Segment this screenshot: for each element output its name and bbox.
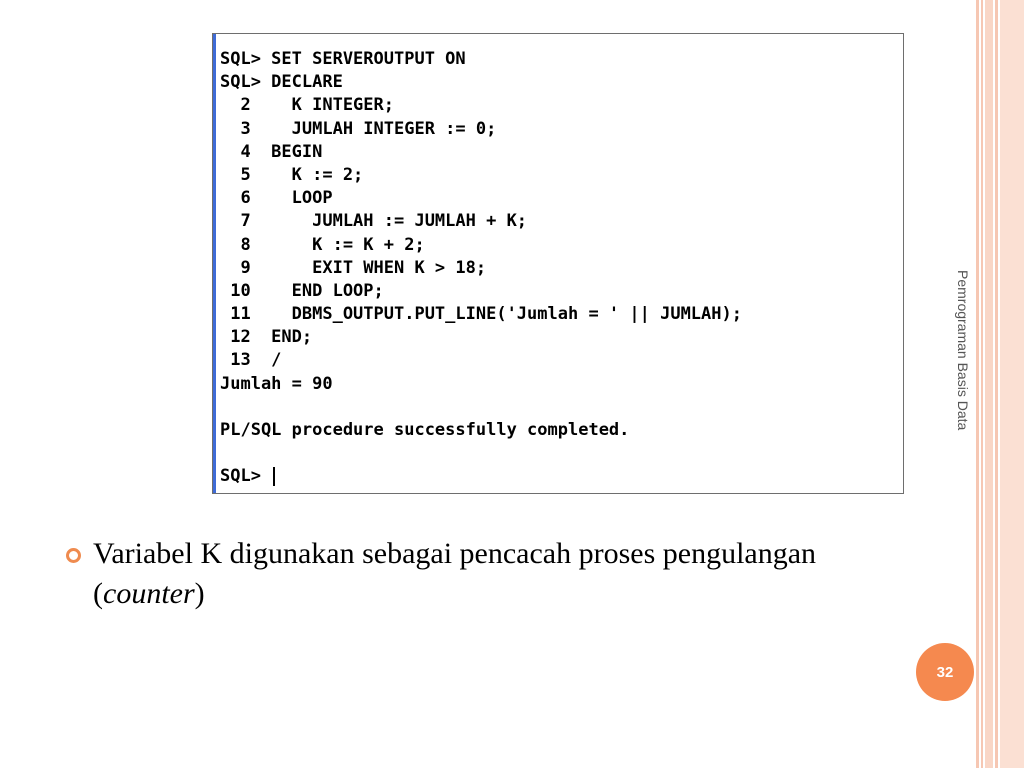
terminal-line: SQL> DECLARE bbox=[220, 72, 343, 93]
terminal-line: 6 LOOP bbox=[220, 188, 333, 209]
sqlplus-screenshot: SQL> SET SERVEROUTPUT ON SQL> DECLARE 2 … bbox=[212, 33, 904, 494]
terminal-line bbox=[220, 442, 742, 465]
terminal-prompt: SQL> bbox=[220, 466, 272, 487]
page-number: 32 bbox=[936, 663, 954, 681]
terminal-line: Jumlah = 90 bbox=[220, 373, 333, 394]
terminal-line: 4 BEGIN bbox=[220, 141, 323, 162]
terminal-line: 10 END LOOP; bbox=[220, 280, 384, 301]
side-title: Pemrograman Basis Data bbox=[955, 270, 971, 431]
text-cursor-icon bbox=[273, 467, 276, 487]
terminal-line: 3 JUMLAH INTEGER := 0; bbox=[220, 118, 497, 139]
bullet-text-italic: counter bbox=[103, 577, 195, 610]
decor-stripe bbox=[1000, 0, 1024, 768]
bullet-text: Variabel K digunakan sebagai pencacah pr… bbox=[93, 534, 883, 614]
bullet-text-main: Variabel K digunakan sebagai pencacah pr… bbox=[93, 537, 817, 610]
terminal-left-border bbox=[213, 34, 216, 493]
terminal-line bbox=[220, 396, 742, 419]
decor-stripe bbox=[995, 0, 998, 768]
page-number-badge: 32 bbox=[916, 643, 974, 701]
terminal-line: 9 EXIT WHEN K > 18; bbox=[220, 257, 487, 278]
terminal-line: 2 K INTEGER; bbox=[220, 95, 394, 116]
terminal-line: 12 END; bbox=[220, 327, 313, 348]
terminal-line: 7 JUMLAH := JUMLAH + K; bbox=[220, 211, 528, 232]
decor-stripe bbox=[981, 0, 983, 768]
terminal-line: 13 / bbox=[220, 350, 282, 371]
ring-bullet-icon bbox=[66, 548, 81, 563]
terminal-line: 8 K := K + 2; bbox=[220, 234, 425, 255]
terminal-prompt-line: SQL> bbox=[220, 465, 742, 488]
terminal-line: PL/SQL procedure successfully completed. bbox=[220, 420, 630, 440]
decor-stripe bbox=[985, 0, 993, 768]
bullet-text-end: ) bbox=[194, 577, 205, 610]
decor-stripe bbox=[976, 0, 979, 768]
terminal-lines: SQL> SET SERVEROUTPUT ON SQL> DECLARE 2 … bbox=[220, 48, 742, 489]
terminal-line: 5 K := 2; bbox=[220, 164, 364, 185]
terminal-line: SQL> SET SERVEROUTPUT ON bbox=[220, 49, 466, 69]
terminal-line: 11 DBMS_OUTPUT.PUT_LINE('Jumlah = ' || J… bbox=[220, 304, 742, 325]
